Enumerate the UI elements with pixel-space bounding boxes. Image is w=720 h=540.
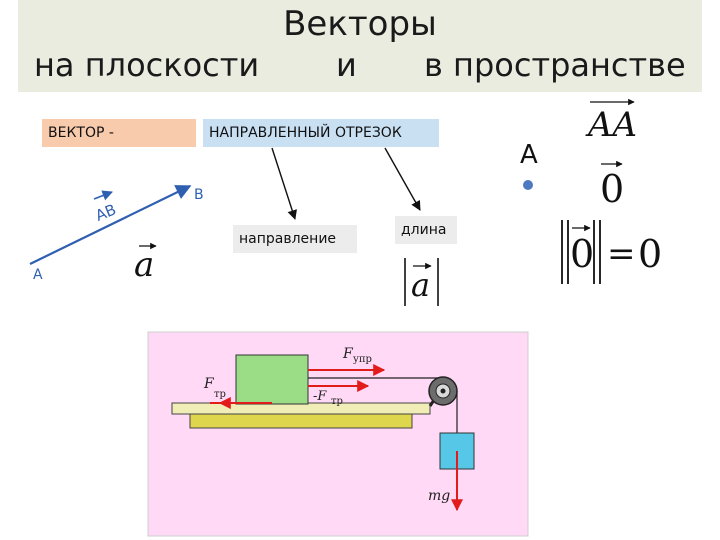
arrow-to-direction: [271, 147, 297, 220]
zero-symbol: 0: [600, 167, 624, 211]
vector-ab-line: [29, 185, 192, 265]
block: [235, 354, 309, 405]
label-f-tr-sub: тр: [214, 389, 226, 400]
title-band: [18, 0, 702, 92]
vector-start-label: A: [33, 267, 43, 283]
vector-ab-label-arrow: [93, 190, 113, 201]
label-neg-f-tr: -F: [313, 389, 327, 404]
vector-box: ВЕКТОР -: [42, 119, 196, 147]
length-box: длина: [395, 216, 457, 244]
point-a-dot: [523, 180, 533, 190]
label-f-upr-sub: упр: [353, 354, 372, 365]
table-base: [189, 413, 413, 429]
vector-ab-label: AB: [93, 200, 119, 224]
vec-a-symbol: a: [134, 245, 154, 285]
zero-norm-rhs: 0: [638, 232, 662, 276]
title-line1: Векторы: [283, 4, 437, 44]
zero-norm-eq: =: [607, 234, 636, 274]
norm-a-symbol: a: [411, 266, 430, 304]
direction-box: направление: [233, 225, 357, 253]
title-right: в пространстве: [424, 46, 686, 84]
title-left: на плоскости: [34, 46, 260, 84]
pulley-axle: [440, 388, 446, 394]
label-neg-f-tr-sub: тр: [331, 396, 343, 407]
vector-end-label: B: [194, 187, 204, 203]
segment-box: НАПРАВЛЕННЫЙ ОТРЕЗОК: [203, 119, 439, 147]
label-f-upr: F: [342, 346, 354, 362]
aa-symbol: AA: [585, 105, 637, 145]
label-mg: mg: [428, 488, 450, 504]
zero-norm-lhs: 0: [570, 232, 594, 276]
title-mid: и: [336, 46, 357, 84]
label-f-tr: F: [203, 376, 215, 392]
table-top: [171, 402, 431, 415]
point-a-label: A: [520, 140, 538, 170]
arrow-to-length: [384, 147, 421, 211]
